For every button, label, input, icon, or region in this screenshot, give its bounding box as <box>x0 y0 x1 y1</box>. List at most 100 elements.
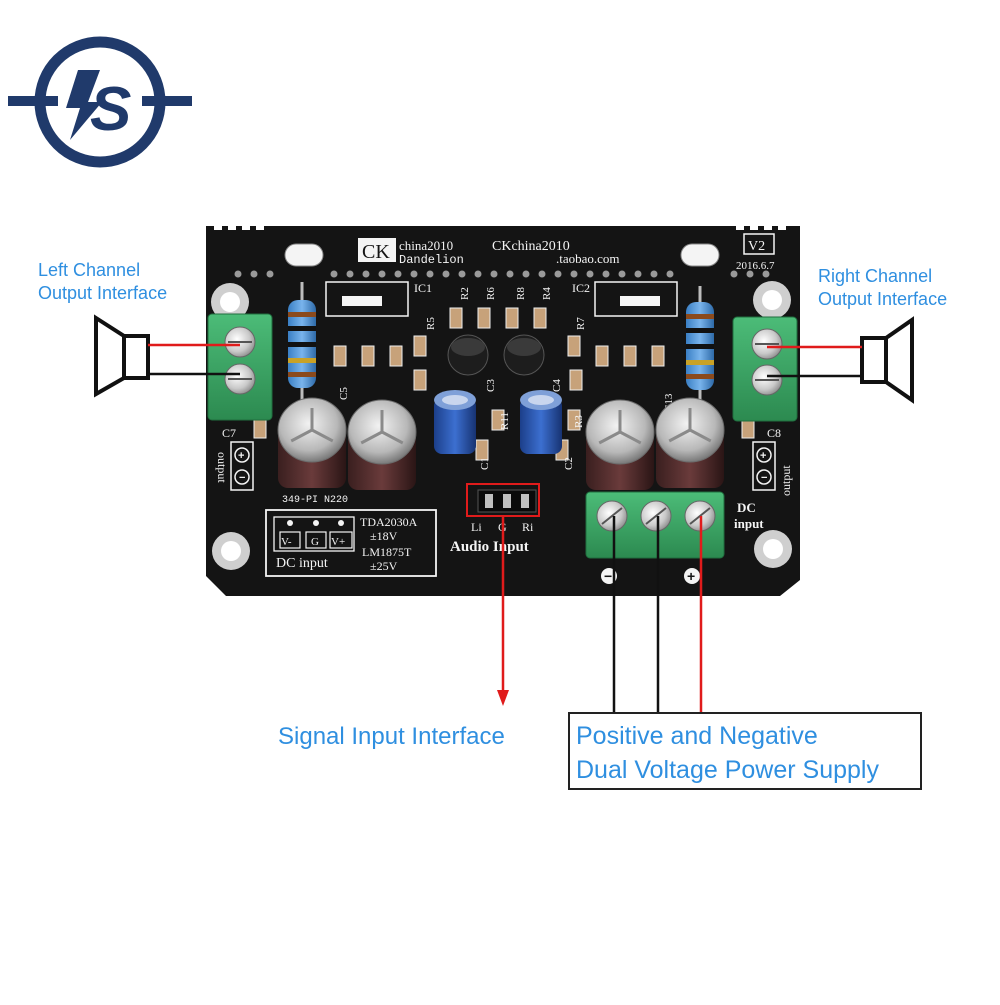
edge-notch <box>736 222 744 230</box>
header-pad <box>554 270 562 278</box>
r7-label: R7 <box>575 317 587 330</box>
smd-part <box>569 369 583 391</box>
header-pad <box>378 270 386 278</box>
header-pad <box>250 270 258 278</box>
header-pad <box>522 270 530 278</box>
resistor-label: R6 <box>485 287 497 300</box>
edge-notch <box>750 222 758 230</box>
left-channel-line1: Left Channel <box>38 260 141 280</box>
smd-part <box>413 369 427 391</box>
c4-label: C4 <box>551 379 563 392</box>
cap-marking: 349-PI N220 <box>282 495 348 506</box>
right-channel-callout: Right Channel Output Interface <box>818 265 947 310</box>
logo-bolt <box>66 70 102 140</box>
smd-part <box>533 307 547 329</box>
right-output-plus: + <box>760 450 766 462</box>
header-pad <box>538 270 546 278</box>
brand-sub: Dandelion <box>399 253 464 267</box>
small-cap-left <box>447 334 489 376</box>
smd-part <box>567 335 581 357</box>
small-cap-right <box>503 334 545 376</box>
large-cap <box>585 399 655 490</box>
smd-part <box>253 417 267 439</box>
logo-bar-right <box>142 96 192 106</box>
smd-components <box>253 307 755 461</box>
left-speaker-icon <box>94 314 150 398</box>
edge-notch <box>228 222 236 230</box>
edge-notch <box>764 222 772 230</box>
large-capacitors <box>277 397 725 490</box>
header-pad <box>618 270 626 278</box>
chip-info-line: LM1875T <box>362 545 412 559</box>
dc-minus-sign: − <box>604 568 612 584</box>
left-output-label: output <box>215 452 229 483</box>
chip-info-line: ±25V <box>370 559 398 573</box>
right-output-label: output <box>779 465 793 496</box>
c7-label: C7 <box>222 426 236 440</box>
logo-letter: S <box>90 75 131 144</box>
edge-notch <box>256 222 264 230</box>
signal-input-callout: Signal Input Interface <box>278 723 505 750</box>
edge-notch <box>242 222 250 230</box>
header-pad <box>362 270 370 278</box>
brand-ck-box <box>358 238 396 262</box>
edge-notch <box>214 222 222 230</box>
header-pad <box>394 270 402 278</box>
large-cap <box>347 399 417 490</box>
smd-part <box>475 439 489 461</box>
header-pad <box>490 270 498 278</box>
header-pad <box>458 270 466 278</box>
dc-spec-box: V- G V+ DC input TDA2030A ±18V LM1875T ±… <box>265 509 437 577</box>
header-pad <box>746 270 754 278</box>
dc-pin-label: V+ <box>331 536 345 548</box>
header-pad <box>426 270 434 278</box>
smd-part <box>651 345 665 367</box>
dc-input-terminal <box>585 491 725 559</box>
ic2-outline <box>594 281 678 317</box>
resistor-label: R8 <box>515 287 527 300</box>
dc-input-right-line2: input <box>734 516 764 531</box>
smd-part <box>595 345 609 367</box>
ic1-outline <box>325 281 409 317</box>
mount-hole-top-left <box>211 283 249 321</box>
signal-input-arrowhead <box>497 690 509 706</box>
right-output-minus: − <box>761 472 767 484</box>
c1-label: C1 <box>479 457 491 470</box>
right-output-silkscreen: + − output <box>752 441 793 496</box>
smd-part <box>477 307 491 329</box>
header-pad <box>346 270 354 278</box>
c3-label: C3 <box>485 379 497 392</box>
header-pad <box>666 270 674 278</box>
dc-pin-label: G <box>311 536 319 548</box>
r3-label: R3 <box>573 415 585 428</box>
ic2-label: IC2 <box>572 281 590 295</box>
left-output-plus: + <box>238 450 244 462</box>
brand-name: china2010 <box>399 238 453 253</box>
resistor-label: R4 <box>541 287 553 300</box>
header-pad <box>474 270 482 278</box>
right-channel-line2: Output Interface <box>818 288 948 309</box>
dc-input-label: DC input <box>276 556 328 571</box>
header-pad <box>570 270 578 278</box>
header-pad <box>602 270 610 278</box>
mount-hole-bottom-left <box>212 532 250 570</box>
right-speaker-icon <box>860 316 914 404</box>
c5-label: C5 <box>338 387 350 400</box>
left-channel-callout: Left Channel Output Interface <box>38 259 167 304</box>
smd-part <box>413 335 427 357</box>
header-pad <box>234 270 242 278</box>
power-resistor-left <box>288 282 316 402</box>
smd-part <box>449 307 463 329</box>
c8-label: C8 <box>767 426 781 440</box>
left-channel-line2: Output Interface <box>38 282 168 303</box>
brand-ck: CK <box>362 241 390 263</box>
header-pad <box>730 270 738 278</box>
r11-label: R11 <box>499 412 511 430</box>
header-pad <box>650 270 658 278</box>
header-pad <box>266 270 274 278</box>
header-pad <box>330 270 338 278</box>
resistor-row-top: R2 R6 R8 R4 <box>459 287 553 300</box>
chip-info-line: ±18V <box>370 529 398 543</box>
